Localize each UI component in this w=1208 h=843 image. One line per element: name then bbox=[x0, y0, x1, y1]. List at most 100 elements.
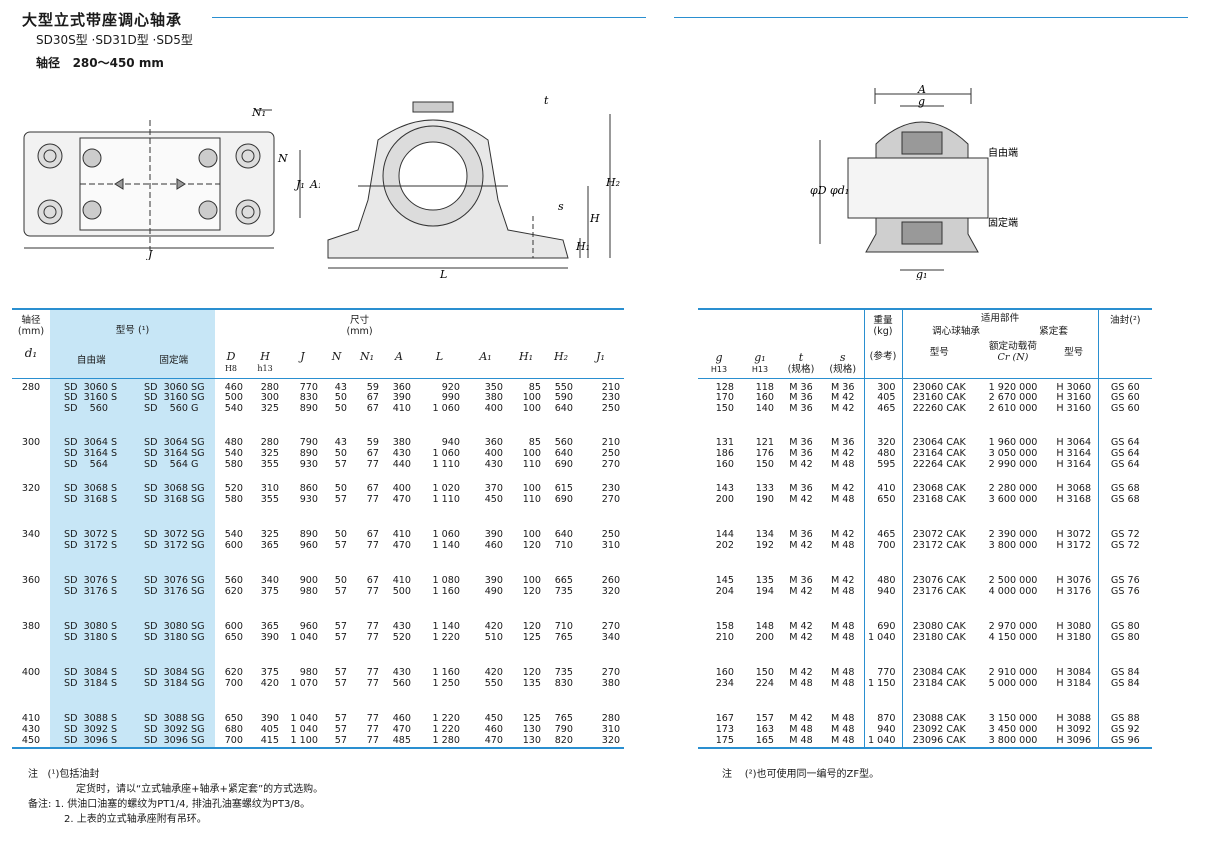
cell-line: 167 bbox=[715, 713, 734, 724]
cell-line: 1 220 bbox=[432, 631, 460, 643]
cell-line: H 3072 bbox=[1056, 529, 1092, 540]
cell-line: 59 bbox=[366, 381, 379, 393]
cell-line: 23076 CAK bbox=[912, 575, 966, 586]
cell-line: M 42 bbox=[830, 575, 855, 586]
cell-line: 77 bbox=[366, 493, 379, 505]
cell-line: M 36 bbox=[789, 529, 813, 540]
cell-line: 1 110 bbox=[432, 458, 460, 470]
cell-line: 700 bbox=[224, 734, 243, 746]
cell-line: 1 020 bbox=[432, 483, 460, 494]
cell-line: 67 bbox=[366, 529, 379, 540]
cell-line: 415 bbox=[260, 734, 279, 746]
cell-line: 820 bbox=[554, 734, 573, 746]
cell-line: 460 bbox=[484, 723, 503, 735]
cell-line: 77 bbox=[366, 539, 379, 551]
cell-line: 77 bbox=[366, 713, 379, 724]
cell-line: SD 3068 SG bbox=[144, 483, 205, 494]
hdr-free-end: 自由端 bbox=[76, 354, 106, 366]
cell-line: 202 bbox=[715, 539, 734, 551]
cell-line: 143 bbox=[715, 483, 734, 494]
cell-line: M 42 bbox=[830, 529, 855, 540]
cell-line: 540 bbox=[224, 529, 243, 540]
cell-line: 50 bbox=[334, 575, 347, 586]
cell-line: 50 bbox=[334, 447, 347, 459]
cell-line: 640 bbox=[554, 447, 573, 459]
cell-line: H 3088 bbox=[1056, 713, 1092, 724]
cell-line: M 48 bbox=[830, 493, 855, 505]
cell-line: 520 bbox=[392, 631, 411, 643]
hdr-model-note: (¹) bbox=[137, 325, 150, 336]
cell-line: 360 bbox=[484, 437, 503, 448]
cell-line: 890 bbox=[299, 529, 318, 540]
cell-line: 710 bbox=[554, 621, 573, 632]
cell-line: 173 bbox=[715, 723, 734, 735]
cell-line: 140 bbox=[755, 403, 774, 415]
cell-line: GS 76 bbox=[1110, 585, 1140, 597]
cell-line: 960 bbox=[299, 621, 318, 632]
cell-line: 3 800 000 bbox=[988, 734, 1038, 746]
cell-line: 650 bbox=[224, 713, 243, 724]
cell-line: H 3160 bbox=[1056, 403, 1092, 415]
cell-line: 920 bbox=[441, 381, 460, 393]
cell-line: 930 bbox=[299, 493, 318, 505]
cell-line: M 36 bbox=[789, 483, 813, 494]
hdr-model: 型号 bbox=[115, 325, 135, 336]
dim-h1-label: H₁ bbox=[575, 240, 590, 253]
cell-line: 2 670 000 bbox=[988, 392, 1038, 404]
cell-line: 128 bbox=[715, 381, 734, 393]
cell-line: 410 bbox=[392, 575, 411, 586]
cell-line: 158 bbox=[715, 621, 734, 632]
cell-line: 85 bbox=[528, 437, 541, 448]
cell-line: 121 bbox=[755, 437, 774, 448]
cell-line: 1 060 bbox=[432, 403, 460, 415]
cell-line: GS 88 bbox=[1110, 713, 1140, 724]
cell-line: 3 050 000 bbox=[988, 447, 1038, 459]
cell-line: 355 bbox=[260, 493, 279, 505]
cell-line: 67 bbox=[366, 575, 379, 586]
cell-line: 57 bbox=[334, 734, 347, 746]
cell-line: 640 bbox=[554, 403, 573, 415]
cell-line: 520 bbox=[224, 483, 243, 494]
cell-line: 22264 CAK bbox=[912, 458, 966, 470]
cell-line: 900 bbox=[299, 575, 318, 586]
cell-line: M 42 bbox=[789, 621, 813, 632]
cell-line: 125 bbox=[522, 631, 541, 643]
cell-line: 43 bbox=[334, 437, 347, 448]
cell-line: 1 280 bbox=[432, 734, 460, 746]
cell-line: 77 bbox=[366, 621, 379, 632]
dim-l-label: L bbox=[439, 268, 447, 280]
cell-line: H 3060 bbox=[1056, 381, 1092, 393]
cell-line: GS 64 bbox=[1110, 437, 1140, 448]
cell-line: SD 3076 S bbox=[64, 575, 118, 586]
cell-line: 470 bbox=[392, 539, 411, 551]
cell-line: 100 bbox=[522, 392, 541, 404]
cell-line: 57 bbox=[334, 621, 347, 632]
